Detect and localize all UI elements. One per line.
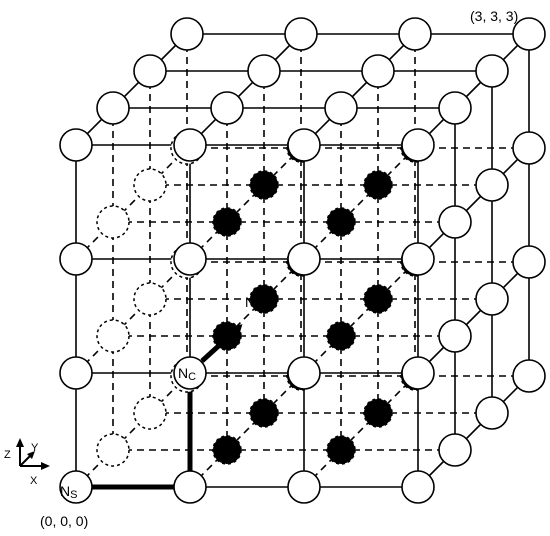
hidden-lattice-edge xyxy=(263,375,302,414)
hidden-node xyxy=(96,433,130,467)
origin-coordinate-label: (0, 0, 0) xyxy=(40,513,88,529)
hidden-lattice-edge xyxy=(75,449,114,488)
hidden-node xyxy=(133,282,167,316)
corner-coordinate-label: (3, 3, 3) xyxy=(470,8,518,24)
hidden-lattice-edge xyxy=(226,412,265,451)
hidden-lattice-edge xyxy=(303,221,342,260)
hidden-node xyxy=(133,168,167,202)
z-axis-label: Z xyxy=(4,449,11,461)
lattice-node xyxy=(361,54,395,88)
interior-node xyxy=(326,321,356,351)
lattice-node xyxy=(287,470,321,504)
lattice-node xyxy=(59,242,93,276)
destination-node-label: ND xyxy=(245,294,263,312)
hidden-lattice-edge xyxy=(303,449,342,488)
interior-node xyxy=(363,398,393,428)
lattice-node xyxy=(512,359,546,393)
lattice-node xyxy=(512,131,546,165)
hidden-lattice-edge xyxy=(377,375,416,414)
lattice-node xyxy=(512,17,546,51)
lattice-node xyxy=(210,91,244,125)
interior-node xyxy=(249,170,279,200)
hidden-node xyxy=(96,319,130,353)
lattice-node xyxy=(170,17,204,51)
lattice-node xyxy=(173,470,207,504)
interior-node xyxy=(212,321,242,351)
lattice-node xyxy=(438,319,472,353)
interior-node xyxy=(249,398,279,428)
interior-node xyxy=(249,284,279,314)
lattice-node xyxy=(96,91,130,125)
lattice-node xyxy=(512,245,546,279)
lattice-node xyxy=(401,356,435,390)
lattice-node xyxy=(247,54,281,88)
lattice-node xyxy=(133,54,167,88)
hidden-lattice-edge xyxy=(340,412,379,451)
lattice-node xyxy=(475,396,509,430)
hidden-lattice-edge xyxy=(112,298,151,337)
lattice-node xyxy=(173,128,207,162)
hidden-lattice-edge xyxy=(340,298,379,337)
lattice-node xyxy=(59,128,93,162)
lattice-node xyxy=(401,470,435,504)
axes-indicator: Z Y X xyxy=(4,438,50,487)
hidden-lattice-edge xyxy=(75,335,114,374)
interior-node xyxy=(326,435,356,465)
lattice-node xyxy=(475,168,509,202)
y-axis-label: Y xyxy=(31,442,39,454)
hidden-lattice-edge xyxy=(112,412,151,451)
hidden-lattice-edge xyxy=(226,184,265,223)
hidden-lattice-edge xyxy=(149,375,188,414)
lattice-node xyxy=(438,91,472,125)
hidden-lattice-edge xyxy=(75,221,114,260)
hidden-lattice-edge xyxy=(263,261,302,300)
lattice-node xyxy=(173,356,207,390)
hidden-lattice-edge xyxy=(189,449,228,488)
interior-node xyxy=(363,284,393,314)
lattice-node xyxy=(324,91,358,125)
hidden-lattice-edge xyxy=(149,261,188,300)
interior-node xyxy=(363,170,393,200)
x-axis-label: X xyxy=(30,475,38,487)
interior-node xyxy=(212,435,242,465)
hidden-lattice-edge xyxy=(377,147,416,186)
lattice-node xyxy=(173,242,207,276)
y-axis-arrowhead-icon xyxy=(27,451,35,459)
x-axis-arrowhead-icon xyxy=(41,462,50,470)
lattice-node xyxy=(475,54,509,88)
hidden-lattice-edge xyxy=(112,184,151,223)
hidden-lattice-edge xyxy=(340,184,379,223)
y-axis-line xyxy=(19,454,32,467)
visible-nodes xyxy=(59,17,546,504)
node-labels: NS NC ND (0, 0, 0) (3, 3, 3) xyxy=(40,8,518,529)
current-node-label: NC xyxy=(178,365,196,383)
lattice-node xyxy=(401,242,435,276)
hidden-lattice-edge xyxy=(226,298,265,337)
lattice-node xyxy=(59,356,93,390)
source-node-label: NS xyxy=(60,483,77,501)
interior-node xyxy=(326,207,356,237)
lattice-node xyxy=(398,17,432,51)
lattice-node xyxy=(287,242,321,276)
lattice-node xyxy=(401,128,435,162)
hidden-lattice-edge xyxy=(303,335,342,374)
lattice-node xyxy=(59,470,93,504)
lattice-node xyxy=(475,282,509,316)
lattice-node xyxy=(287,356,321,390)
lattice-node xyxy=(287,128,321,162)
hidden-lattice-edge xyxy=(263,147,302,186)
hidden-node xyxy=(133,396,167,430)
hidden-lattice-edge xyxy=(377,261,416,300)
lattice-node xyxy=(284,17,318,51)
z-axis-arrowhead-icon xyxy=(16,438,24,447)
hidden-lattice-edge xyxy=(149,147,188,186)
hidden-lattice-edge xyxy=(189,221,228,260)
interior-node xyxy=(212,207,242,237)
lattice-node xyxy=(438,205,472,239)
lattice-node xyxy=(438,433,472,467)
hidden-node xyxy=(96,205,130,239)
